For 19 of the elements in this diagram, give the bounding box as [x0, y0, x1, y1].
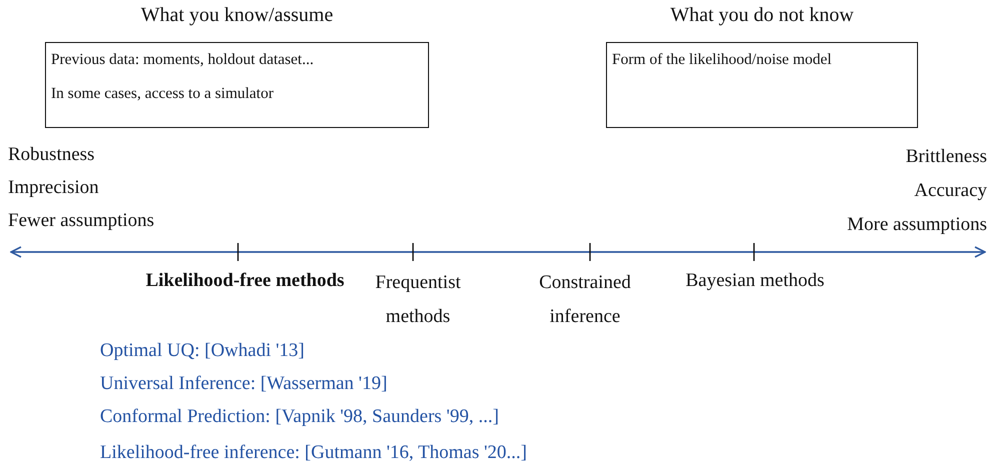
side-label: Brittleness [906, 146, 987, 168]
box-text: Form of the likelihood/noise model [612, 51, 832, 69]
side-label: Robustness [8, 144, 95, 166]
side-label: Imprecision [8, 177, 99, 199]
tick-label: Frequentist methods [374, 271, 462, 329]
tick-label: Likelihood-free methods [145, 269, 345, 293]
box-text: In some cases, access to a simulator [51, 85, 274, 103]
tick-label: Bayesian methods [685, 269, 825, 293]
reference-text: Optimal UQ: [Owhadi '13] [100, 340, 304, 362]
tick-label: Constrained inference [538, 271, 632, 329]
reference-text: Universal Inference: [Wasserman '19] [100, 373, 388, 395]
box-text: Previous data: moments, holdout dataset... [51, 51, 314, 69]
reference-text: Conformal Prediction: [Vapnik '98, Saunders '99, ...] [100, 406, 499, 428]
side-label: Fewer assumptions [8, 210, 154, 232]
reference-text: Likelihood-free inference: [Gutmann '16, Thomas '20...] [100, 442, 527, 464]
heading: What you know/assume [140, 4, 334, 27]
side-label: More assumptions [847, 214, 987, 236]
side-label: Accuracy [914, 180, 987, 202]
heading: What you do not know [670, 4, 854, 27]
